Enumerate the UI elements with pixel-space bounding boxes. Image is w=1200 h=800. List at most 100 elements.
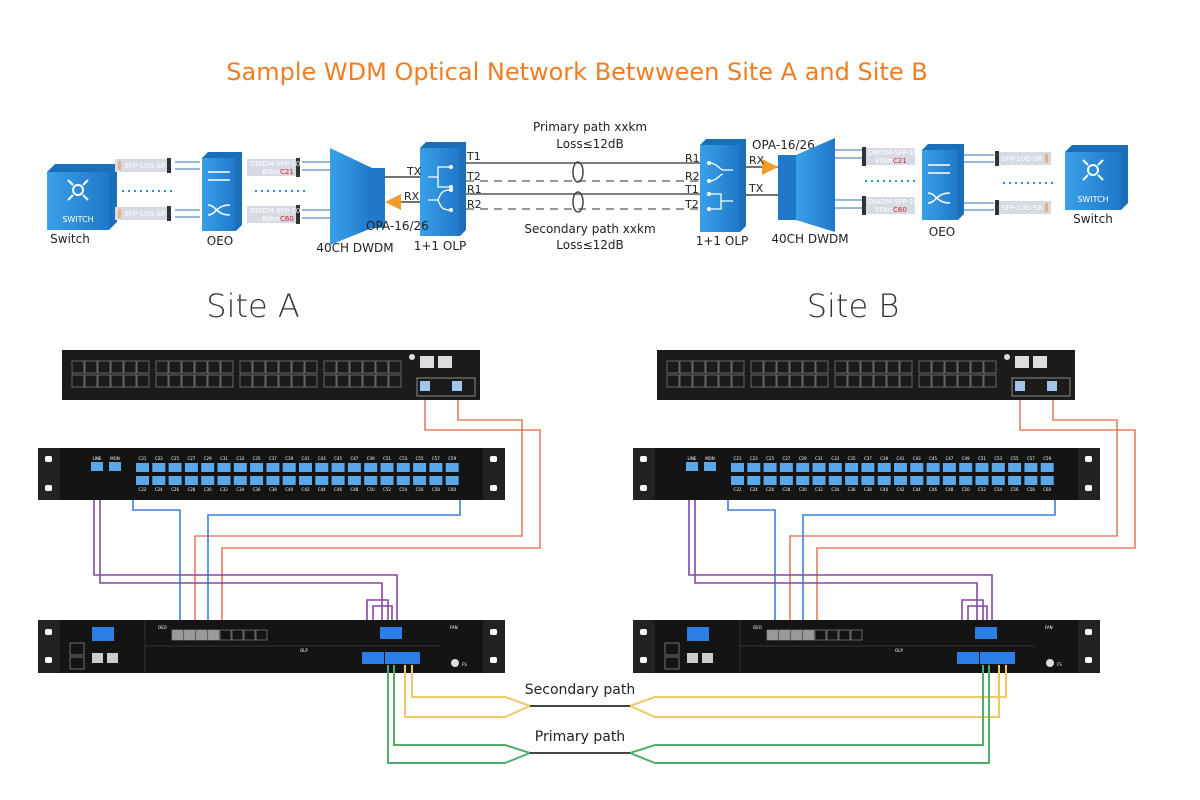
channel-port[interactable] <box>1040 463 1054 472</box>
sfp-port[interactable] <box>834 374 848 388</box>
oeo-sfp-port[interactable] <box>207 629 220 641</box>
uplink-port[interactable] <box>420 381 430 391</box>
oeo-sfp-port[interactable] <box>778 629 791 641</box>
sfp-port[interactable] <box>705 374 719 388</box>
sfp-port[interactable] <box>983 374 997 388</box>
channel-port[interactable] <box>364 463 378 472</box>
channel-port[interactable] <box>796 476 810 485</box>
channel-port[interactable] <box>364 476 378 485</box>
olp-secondary-port[interactable] <box>402 652 420 664</box>
sfp-port[interactable] <box>776 360 790 374</box>
oeo-sfp-port[interactable] <box>766 629 779 641</box>
channel-port[interactable] <box>299 476 312 485</box>
channel-port[interactable] <box>217 476 231 485</box>
channel-port[interactable] <box>315 476 329 485</box>
sfp-port[interactable] <box>71 360 85 374</box>
sfp-port[interactable] <box>375 374 389 388</box>
sfp-port[interactable] <box>278 374 292 388</box>
channel-port[interactable] <box>975 463 989 472</box>
channel-port[interactable] <box>299 463 312 472</box>
sfp-port[interactable] <box>983 360 997 374</box>
sfp-port[interactable] <box>220 374 234 388</box>
channel-port[interactable] <box>779 476 793 485</box>
channel-port[interactable] <box>959 463 973 472</box>
sfp-port[interactable] <box>362 374 376 388</box>
sfp-port[interactable] <box>239 360 253 374</box>
sfp-port[interactable] <box>847 374 861 388</box>
opa-port[interactable] <box>380 627 402 639</box>
channel-port[interactable] <box>763 463 777 472</box>
sfp-port[interactable] <box>886 360 900 374</box>
orange-cable[interactable] <box>221 398 541 628</box>
channel-port[interactable] <box>266 476 280 485</box>
channel-port[interactable] <box>429 476 443 485</box>
purple-cable[interactable] <box>688 470 993 628</box>
sfp-port[interactable] <box>323 360 337 374</box>
channel-port[interactable] <box>152 463 166 472</box>
sfp-port[interactable] <box>776 374 790 388</box>
sfp-port[interactable] <box>304 360 318 374</box>
channel-port[interactable] <box>1008 476 1022 485</box>
mon-port[interactable] <box>704 462 716 471</box>
channel-port[interactable] <box>413 463 427 472</box>
sfp-port[interactable] <box>336 374 350 388</box>
sfp-port[interactable] <box>666 360 680 374</box>
oeo-sfp-port[interactable] <box>183 629 196 641</box>
channel-port[interactable] <box>812 476 826 485</box>
sfp-port[interactable] <box>375 360 389 374</box>
channel-port[interactable] <box>1008 463 1022 472</box>
sfp-port[interactable] <box>970 374 984 388</box>
channel-port[interactable] <box>266 463 280 472</box>
sfp-port[interactable] <box>679 360 693 374</box>
sfp-port[interactable] <box>931 360 945 374</box>
channel-port[interactable] <box>152 476 166 485</box>
oeo-sfp-port[interactable] <box>219 629 232 641</box>
channel-port[interactable] <box>959 476 973 485</box>
channel-port[interactable] <box>201 463 215 472</box>
channel-port[interactable] <box>380 463 394 472</box>
sfp-port[interactable] <box>847 360 861 374</box>
sfp-port[interactable] <box>789 374 803 388</box>
channel-port[interactable] <box>413 476 427 485</box>
sfp-port[interactable] <box>194 360 208 374</box>
sfp-port[interactable] <box>252 360 266 374</box>
sfp-port[interactable] <box>802 360 816 374</box>
sfp-port[interactable] <box>388 360 402 374</box>
mon-port[interactable] <box>109 462 121 471</box>
sfp-port[interactable] <box>97 374 111 388</box>
sfp-port[interactable] <box>336 360 350 374</box>
oeo-sfp-port[interactable] <box>195 629 208 641</box>
sfp-port[interactable] <box>802 374 816 388</box>
sfp-port[interactable] <box>918 374 932 388</box>
orange-cable[interactable] <box>194 398 523 628</box>
channel-port[interactable] <box>1024 476 1038 485</box>
channel-port[interactable] <box>282 463 296 472</box>
rj45-port[interactable] <box>1033 356 1047 368</box>
sfp-port[interactable] <box>110 374 124 388</box>
oeo-sfp-port[interactable] <box>243 629 256 641</box>
channel-port[interactable] <box>747 463 761 472</box>
sfp-port[interactable] <box>718 360 732 374</box>
channel-port[interactable] <box>975 476 989 485</box>
channel-port[interactable] <box>779 463 793 472</box>
channel-port[interactable] <box>942 463 956 472</box>
channel-port[interactable] <box>184 463 198 472</box>
sfp-port[interactable] <box>944 374 958 388</box>
channel-port[interactable] <box>910 476 924 485</box>
sfp-port[interactable] <box>873 374 887 388</box>
sfp-port[interactable] <box>304 374 318 388</box>
sfp-port[interactable] <box>718 374 732 388</box>
channel-port[interactable] <box>731 476 744 485</box>
channel-port[interactable] <box>926 463 940 472</box>
channel-port[interactable] <box>894 463 907 472</box>
channel-port[interactable] <box>380 476 394 485</box>
channel-port[interactable] <box>845 463 859 472</box>
oeo-sfp-port[interactable] <box>790 629 803 641</box>
olp-primary-port[interactable] <box>980 652 1002 664</box>
sfp-port[interactable] <box>291 360 305 374</box>
channel-port[interactable] <box>796 463 810 472</box>
sfp-port[interactable] <box>931 374 945 388</box>
rj45-port[interactable] <box>420 356 434 368</box>
sfp-port[interactable] <box>957 360 971 374</box>
sfp-port[interactable] <box>731 374 745 388</box>
